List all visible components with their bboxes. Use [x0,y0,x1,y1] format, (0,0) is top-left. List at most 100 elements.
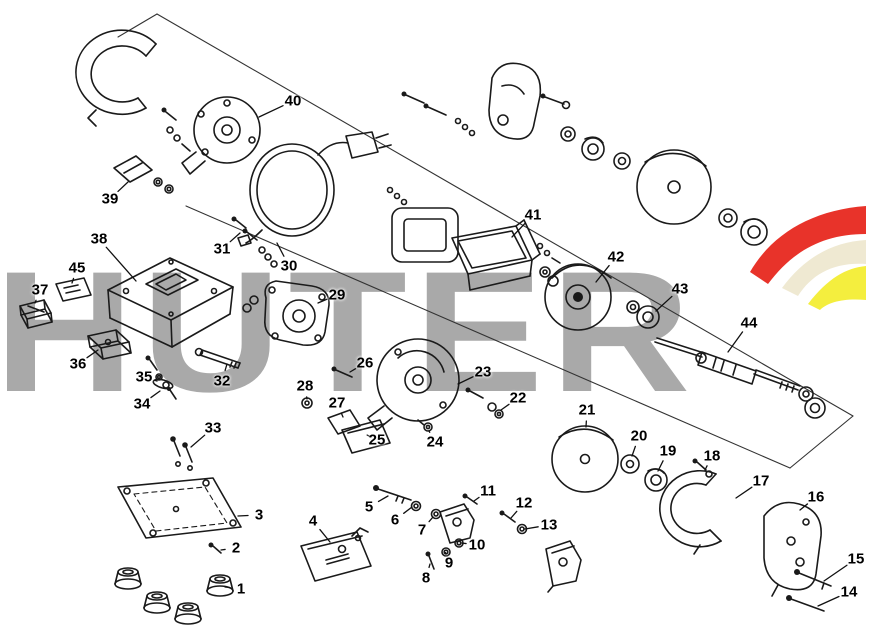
part-number-label: 5 [365,499,373,516]
part-number-text: 32 [213,372,231,390]
part-number-text: 37 [31,281,49,299]
part-number-label: 24 [427,434,444,451]
part-number-text: 23 [474,363,492,381]
part-number-text: 33 [204,419,222,437]
part-number-label: 3 [255,507,263,524]
part-number-label: 2 [232,540,240,557]
part-number-label: 33 [205,420,222,437]
part-43-bearing [627,301,659,328]
part-number-label: 41 [525,207,542,224]
part-number-text: 4 [308,512,318,530]
part-17-guard-half [660,471,721,554]
part-number-text: 13 [540,516,558,534]
part-number-label: 7 [418,522,426,539]
part-number-text: 43 [671,280,689,298]
part-number-text: 29 [328,286,346,304]
part-number-text: 22 [509,389,527,407]
part-number-label: 42 [608,249,625,266]
part-number-text: 18 [703,447,721,465]
part-number-label: 25 [369,432,386,449]
part-30-power-cord [238,132,391,246]
part-41-stator-housing [392,208,560,290]
part-number-text: 27 [328,394,346,412]
part-number-label: 1 [237,581,245,598]
part-number-text: 17 [752,472,770,490]
part-number-text: 25 [368,431,386,449]
part-38-base-housing [108,258,233,347]
part-4-tool-rest [301,528,371,581]
part-44-shaft [655,338,825,418]
part-29-end-bell [243,281,329,345]
part-31-screws [231,216,278,268]
part-number-label: 18 [704,448,721,465]
part-number-text: 15 [847,550,865,568]
part-number-label: 20 [631,428,648,445]
assembly-axis-lines [118,14,853,468]
logo-swoosh-red [750,206,866,284]
part-number-label: 31 [214,241,231,258]
part-number-text: 3 [254,506,264,524]
part-number-text: 12 [515,494,533,512]
part-number-text: 11 [480,482,496,500]
part-21-grinding-wheel [552,426,712,492]
parts-24-28-small [302,366,503,454]
part-number-label: 13 [541,517,558,534]
part-number-text: 21 [578,401,596,419]
part-number-label: 12 [516,495,533,512]
part-number-label: 35 [136,369,153,386]
part-45-plate [56,278,91,301]
part-number-text: 5 [364,498,374,516]
part-number-text: 31 [213,240,231,258]
part-number-label: 45 [69,260,86,277]
part-32-pin [196,349,241,369]
part-number-label: 21 [579,402,596,419]
part-number-text: 39 [101,190,119,208]
top-right-wheel-cluster [401,63,768,245]
part-number-label: 19 [660,443,677,460]
part-number-label: 40 [285,93,302,110]
part-number-label: 17 [753,473,770,490]
part-3-bottom-plate [118,478,241,553]
rubber-feet [115,568,233,624]
part-number-label: 38 [91,231,108,248]
parts-34-35-fasteners [145,355,177,400]
part-number-text: 36 [69,355,87,373]
part-number-label: 37 [32,282,49,299]
part-number-label: 23 [475,364,492,381]
part-number-text: 26 [356,354,374,372]
part-number-text: 10 [468,536,486,554]
part-number-label: 27 [329,395,346,412]
part-number-label: 26 [357,355,374,372]
part-number-text: 28 [296,377,314,395]
part-number-text: 16 [807,488,825,506]
part-number-text: 35 [135,368,153,386]
part-36-box [88,330,131,359]
part-33-screws [170,436,192,470]
motor-axis-screws [388,188,407,205]
part-number-text: 41 [524,206,542,224]
part-number-text: 20 [630,427,648,445]
part-number-label: 6 [391,512,399,529]
part-number-label: 44 [741,315,758,332]
part-number-text: 38 [90,230,108,248]
part-number-label: 15 [848,551,865,568]
part-number-text: 6 [390,511,400,529]
part-number-label: 36 [70,356,87,373]
part-number-text: 24 [426,433,444,451]
part-number-text: 7 [417,521,427,539]
callout-leader-lines [35,106,847,606]
part-number-label: 29 [329,287,346,304]
wheel-guard-half [76,30,156,126]
part-number-text: 34 [133,395,151,413]
part-42-rotor [540,264,611,330]
part-number-label: 30 [281,258,298,275]
part-number-label: 9 [445,555,453,572]
logo-swoosh-cream [782,240,866,296]
part-number-label: 22 [510,390,527,407]
part-number-label: 32 [214,373,231,390]
part-number-text: 8 [421,569,431,587]
part-number-label: 4 [309,513,317,530]
